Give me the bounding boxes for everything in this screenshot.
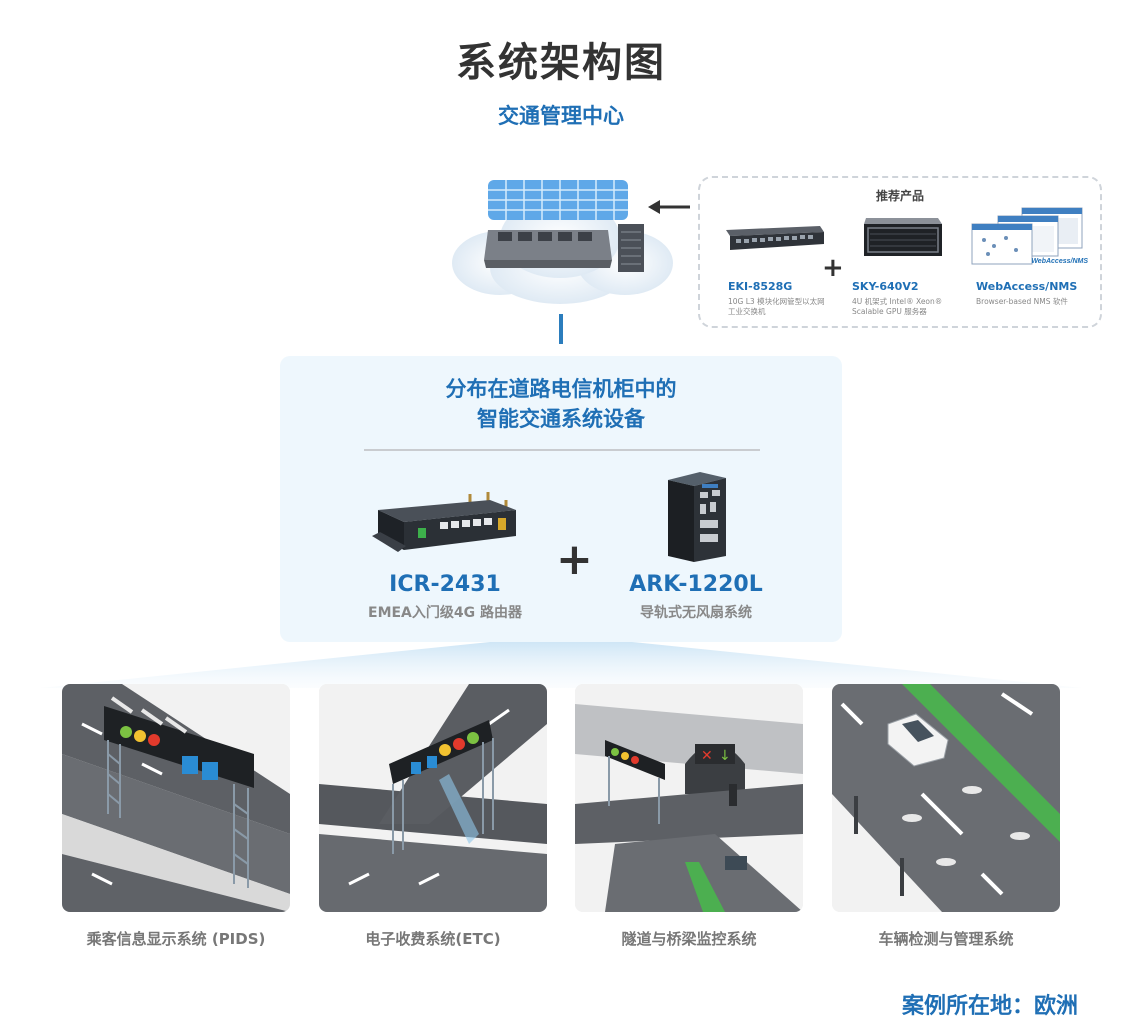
product-webaccess: WebAccess/NMS Browser-based NMS 软件 xyxy=(976,280,1077,307)
distribution-fan xyxy=(40,642,1082,688)
product-sky: SKY-640V2 4U 机架式 Intel® Xeon® Scalable G… xyxy=(852,280,942,317)
device-desc-ark: 导轨式无风扇系统 xyxy=(640,605,752,621)
field-devices-panel: 分布在道路电信机柜中的 智能交通系统设备 + ICR-2 xyxy=(280,356,842,642)
product-name: EKI-8528G xyxy=(728,280,793,293)
page-title: 系统架构图 xyxy=(456,40,666,86)
scene-label-vehicle: 车辆检测与管理系统 xyxy=(878,930,1014,948)
pids-gantry-illustration xyxy=(62,684,290,912)
devices-panel-title: 分布在道路电信机柜中的 智能交通系统设备 xyxy=(445,377,677,431)
arrow-left-icon xyxy=(648,200,690,214)
plus-icon: + xyxy=(556,534,593,585)
device-name-icr: ICR-2431 xyxy=(389,572,501,597)
scene-label-etc: 电子收费系统(ETC) xyxy=(365,930,501,948)
svg-text:↓: ↓ xyxy=(719,748,731,764)
recommended-products-title: 推荐产品 xyxy=(875,189,924,203)
control-room-cloud-icon xyxy=(452,180,673,304)
case-location: 案例所在地：欧洲 xyxy=(901,994,1078,1019)
vehicle-detection-illustration xyxy=(832,684,1060,912)
device-name-ark: ARK-1220L xyxy=(629,572,763,597)
switch-device-icon xyxy=(726,226,824,250)
product-desc: 4U 机架式 Intel® Xeon® Scalable GPU 服务器 xyxy=(852,297,943,316)
router-device-icon xyxy=(372,492,516,552)
product-desc: 10G L3 模块化网管型以太网 工业交换机 xyxy=(728,297,825,316)
plus-icon: + xyxy=(822,253,844,283)
product-name: WebAccess/NMS xyxy=(976,280,1078,293)
center-connector-line xyxy=(559,314,563,344)
product-name: SKY-640V2 xyxy=(852,280,919,293)
tunnel-bridge-illustration: ✕ ↓ xyxy=(575,684,803,912)
scene-pids xyxy=(62,684,290,912)
etc-gantry-illustration xyxy=(319,684,547,912)
traffic-center-title: 交通管理中心 xyxy=(498,104,624,128)
fanless-pc-icon xyxy=(668,472,726,562)
svg-text:✕: ✕ xyxy=(701,748,713,764)
panel-divider xyxy=(364,449,760,451)
server-device-icon xyxy=(864,218,942,256)
scene-label-pids: 乘客信息显示系统 (PIDS) xyxy=(86,930,266,948)
product-eki: EKI-8528G 10G L3 模块化网管型以太网 工业交换机 xyxy=(728,280,825,317)
product-desc: Browser-based NMS 软件 xyxy=(976,297,1068,306)
device-desc-icr: EMEA入门级4G 路由器 xyxy=(368,605,522,621)
scene-etc xyxy=(319,684,547,912)
recommended-products-box: 推荐产品 Web xyxy=(698,176,1102,328)
nms-screen-logo: WebAccess/NMS xyxy=(1031,258,1088,265)
scene-tunnel: ✕ ↓ xyxy=(575,684,803,912)
nms-software-screens-icon: WebAccess/NMS xyxy=(971,207,1088,265)
scene-label-tunnel: 隧道与桥梁监控系统 xyxy=(621,930,757,948)
scene-vehicle xyxy=(832,684,1060,912)
